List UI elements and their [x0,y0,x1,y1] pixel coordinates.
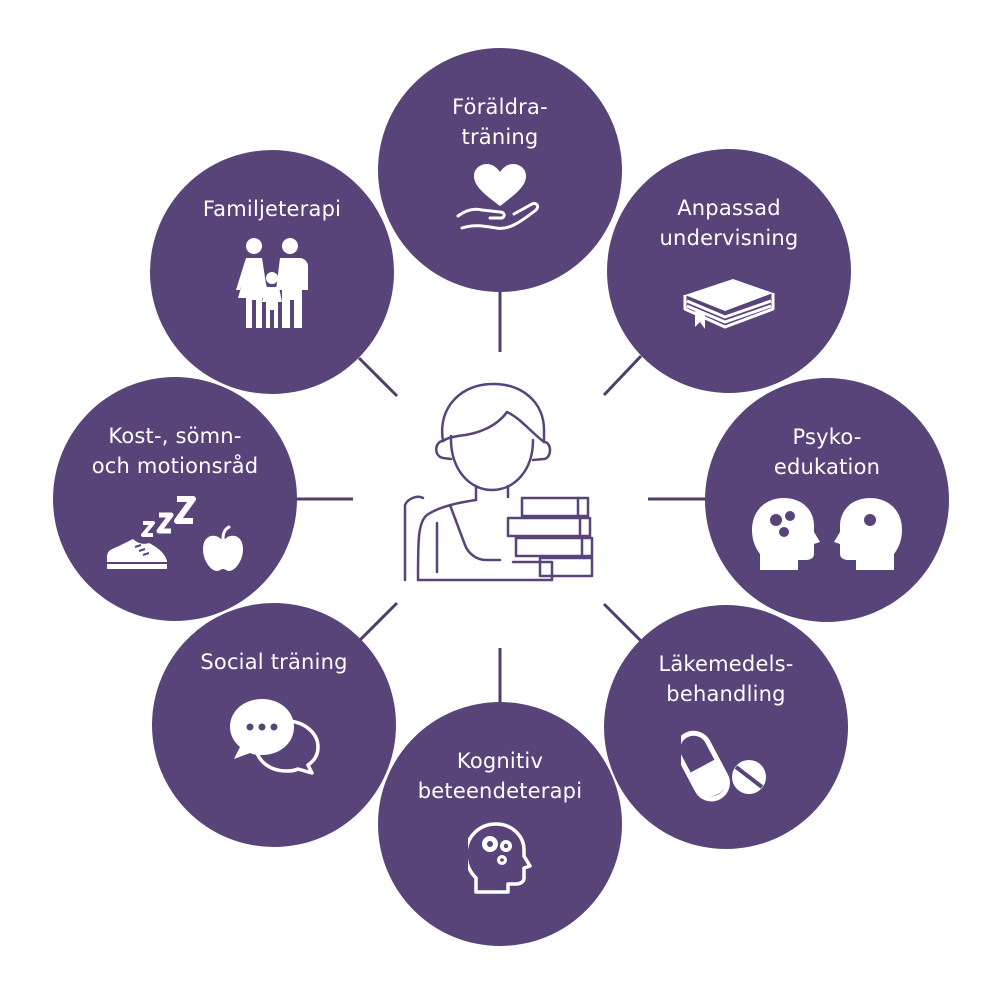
node-label-line: träning [461,125,539,149]
node-label-line: edukation [773,455,881,479]
node-label: Läkemedels- behandling [626,649,826,709]
node-label-line: behandling [666,682,786,706]
node-label-line: Kost-, sömn- [108,424,242,448]
node-label: Familjeterapi [172,194,372,224]
node-label-line: Psyko- [792,425,862,449]
node-label-line: Social träning [200,650,348,674]
node-kost-somn-motion: Kost-, sömn- och motionsråd [53,377,297,621]
connector-line [357,356,399,398]
node-label-line: beteendeterapi [417,779,583,803]
node-label: Social träning [174,647,374,677]
node-label-line: Kognitiv [456,749,544,773]
family-icon [232,238,312,330]
pills-icon [681,727,771,803]
node-anpassad-undervisning: Anpassad undervisning [607,149,851,393]
node-label: Kost-, sömn- och motionsråd [75,421,275,481]
node-label-line: Anpassad [677,196,781,220]
connector-line [357,601,399,643]
node-psykoedukation: Psyko- edukation [705,378,949,622]
node-label-line: Föräldra- [452,95,548,119]
node-label: Kognitiv beteendeterapi [400,746,600,806]
node-foraldratraning: Föräldra- träning [378,48,622,292]
sneaker-zzz-apple-icon [105,495,245,575]
node-kognitiv-beteendeterapi: Kognitiv beteendeterapi [378,702,622,946]
heads-icon [752,496,902,576]
book-icon [681,275,777,333]
connector-line [602,354,643,397]
node-label-line: Läkemedels- [658,652,794,676]
node-label: Anpassad undervisning [629,193,829,253]
node-label: Psyko- edukation [727,422,927,482]
node-label: Föräldra- träning [400,92,600,152]
speech-bubbles-icon [226,697,322,775]
head-gears-icon [468,822,532,894]
node-lakemedelsbehandling: Läkemedels- behandling [604,605,848,849]
node-label-line: Familjeterapi [202,197,342,221]
node-familjeterapi: Familjeterapi [150,150,394,394]
connector-line [602,602,643,643]
node-label-line: och motionsråd [91,454,259,478]
heart-in-hand-icon [454,164,546,234]
node-label-line: undervisning [659,226,799,250]
node-social-traning: Social träning [152,603,396,847]
